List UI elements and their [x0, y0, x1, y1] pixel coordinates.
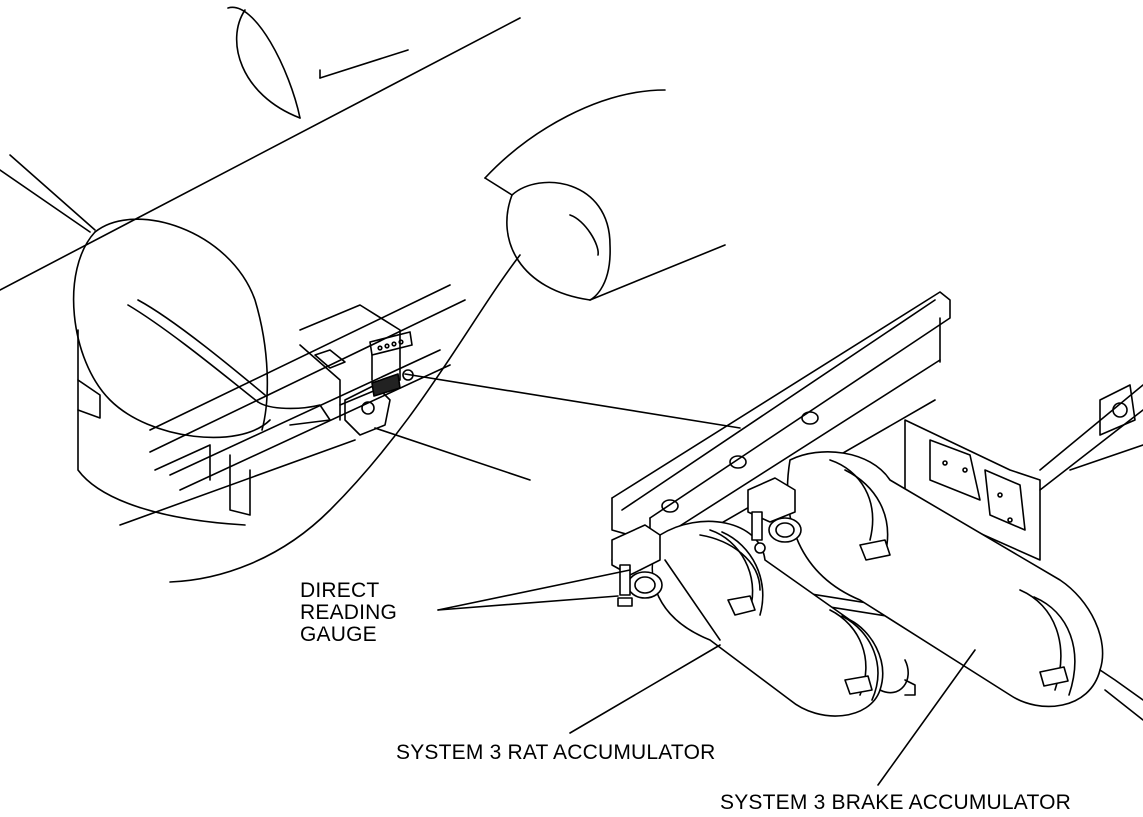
gauge-leader-2 [437, 595, 619, 611]
gauge-label-line-2: READING [300, 601, 398, 624]
gauge-label-line-3: GAUGE [300, 623, 377, 646]
brake-accumulator-drawing [747, 451, 1143, 721]
fuselage-outline [0, 6, 726, 583]
callout-leaders [437, 569, 976, 786]
detail-leader-line [404, 373, 741, 429]
rat-accumulator-label: SYSTEM 3 RAT ACCUMULATOR [396, 741, 716, 764]
brake-leader [877, 649, 976, 786]
gauge-leader-1 [437, 569, 631, 611]
direct-reading-gauge-label: DIRECT READING GAUGE [300, 580, 397, 646]
gauge-label-line-1: DIRECT [300, 579, 380, 602]
gauge-highlight [371, 373, 401, 397]
wheel-well-structure [127, 284, 466, 516]
rat-accumulator-drawing [611, 520, 916, 717]
rat-leader [569, 644, 721, 734]
brake-accumulator-label: SYSTEM 3 BRAKE ACCUMULATOR [720, 791, 1072, 814]
